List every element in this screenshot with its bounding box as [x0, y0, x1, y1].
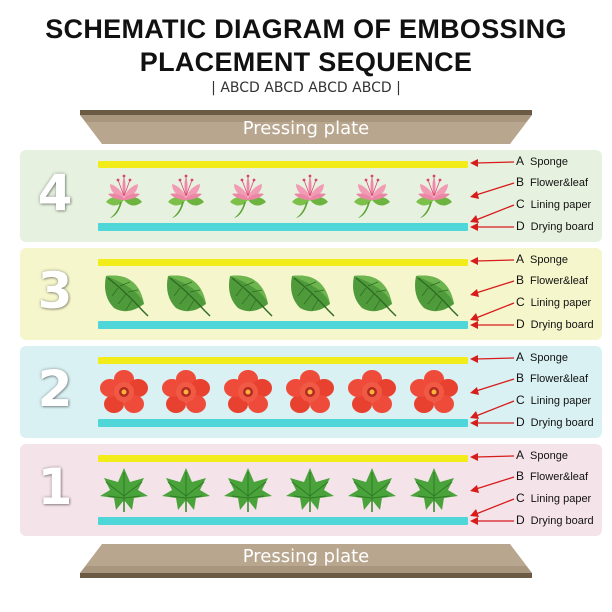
drying-board-bar — [98, 517, 468, 525]
sponge-bar — [98, 357, 468, 364]
pink-flower-icon — [408, 172, 460, 220]
green-leaf-icon — [284, 270, 336, 318]
drying-board-bar — [98, 223, 468, 231]
red-flower-icon — [222, 368, 274, 416]
green-leaf-icon — [346, 270, 398, 318]
sponge-bar — [98, 259, 468, 266]
bottom-plate-label: Pressing plate — [242, 546, 370, 567]
pointer-arrows — [468, 444, 518, 536]
sponge-bar — [98, 455, 468, 462]
pink-flower-icon — [346, 172, 398, 220]
ivy-leaf-icon — [346, 466, 398, 514]
drying-board-bar — [98, 321, 468, 329]
leaf-row — [98, 270, 468, 318]
layer-number: 4 — [37, 164, 73, 222]
pink-flower-icon — [98, 172, 150, 220]
green-leaf-icon — [160, 270, 212, 318]
pointer-arrows — [468, 346, 518, 438]
bottom-pressing-plate: Pressing plate — [80, 544, 532, 578]
bottom-plate-shape — [80, 544, 532, 578]
pointer-arrows — [468, 150, 518, 242]
ivy-leaf-icon — [98, 466, 150, 514]
ivy-leaf-icon — [222, 466, 274, 514]
drying-board-bar — [98, 419, 468, 427]
sponge-bar — [98, 161, 468, 168]
top-plate-shape — [80, 110, 532, 144]
diagram-title-line-1: SCHEMATIC DIAGRAM OF EMBOSSING — [45, 14, 567, 44]
pink-flower-icon — [222, 172, 274, 220]
ivy-leaf-icon — [160, 466, 212, 514]
flower-row — [98, 172, 468, 220]
pink-flower-icon — [160, 172, 212, 220]
red-flower-icon — [408, 368, 460, 416]
layer-number: 3 — [37, 262, 73, 320]
layer-number: 1 — [37, 458, 73, 516]
red-flower-icon — [160, 368, 212, 416]
leaf-row — [98, 466, 468, 514]
red-flower-icon — [284, 368, 336, 416]
pink-flower-icon — [284, 172, 336, 220]
red-flower-icon — [98, 368, 150, 416]
green-leaf-icon — [222, 270, 274, 318]
layer-number: 2 — [37, 360, 73, 418]
red-flower-icon — [346, 368, 398, 416]
ivy-leaf-icon — [408, 466, 460, 514]
ivy-leaf-icon — [284, 466, 336, 514]
green-leaf-icon — [98, 270, 150, 318]
top-pressing-plate: Pressing plate — [80, 110, 532, 144]
flower-row — [98, 368, 468, 416]
diagram-subtitle: | ABCD ABCD ABCD ABCD | — [211, 80, 401, 96]
green-leaf-icon — [408, 270, 460, 318]
diagram-title-line-2: PLACEMENT SEQUENCE — [139, 47, 473, 77]
pointer-arrows — [468, 248, 518, 340]
top-plate-label: Pressing plate — [242, 118, 370, 139]
